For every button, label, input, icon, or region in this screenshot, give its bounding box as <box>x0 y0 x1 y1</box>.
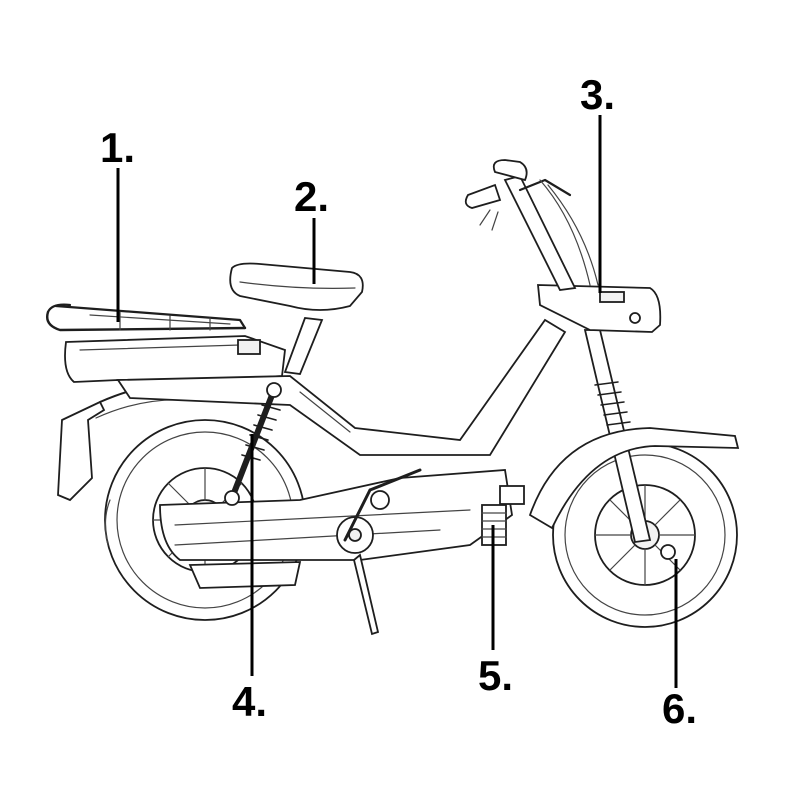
handlebars <box>464 159 599 291</box>
callout-label-2: 2. <box>294 173 329 220</box>
moped-illustration <box>46 159 740 636</box>
rear-mudguard <box>57 400 106 502</box>
callout-label-3: 3. <box>580 71 615 118</box>
kickstand <box>352 553 380 636</box>
callout-label-1: 1. <box>100 124 135 171</box>
leader-lines <box>116 115 678 688</box>
callout-label-4: 4. <box>232 678 267 725</box>
callout-label-5: 5. <box>478 652 513 699</box>
engine-block <box>159 469 513 589</box>
seat <box>229 262 364 375</box>
luggage-rack <box>46 303 247 332</box>
front-mudguard <box>528 427 740 530</box>
callout-labels: 1. 2. 3. 4. 5. 6. <box>100 71 697 732</box>
callout-label-6: 6. <box>662 685 697 732</box>
pedal-crank <box>343 468 422 542</box>
rear-body-panel <box>64 335 286 383</box>
main-frame <box>116 318 567 456</box>
